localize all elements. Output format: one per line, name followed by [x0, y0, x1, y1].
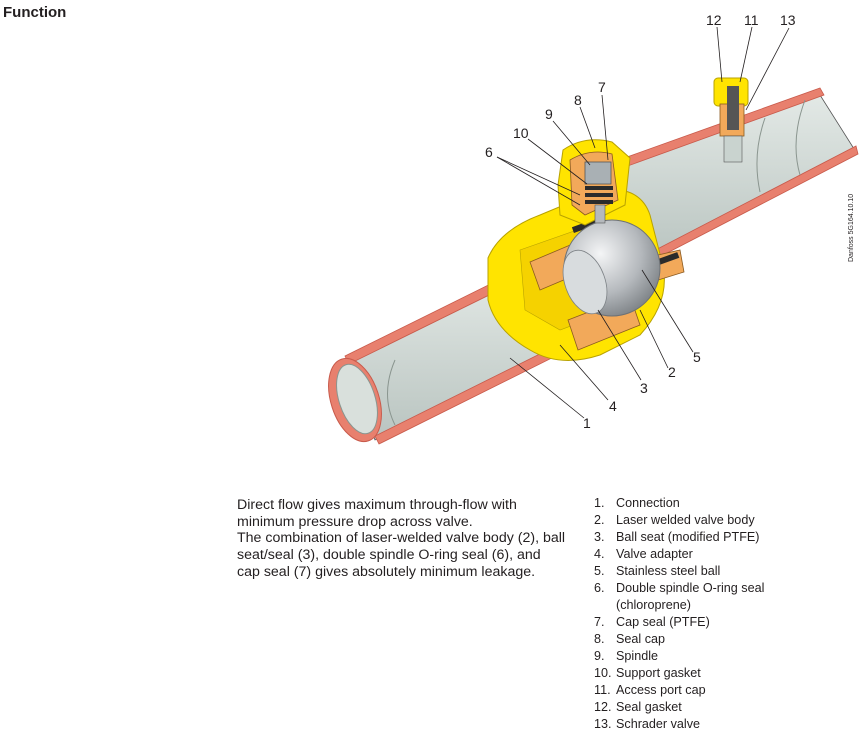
part-number: 1.	[594, 496, 605, 510]
leader-lines	[496, 26, 790, 419]
parts-list: 1. Connection 2. Laser welded valve body 3…	[594, 495, 791, 733]
label-6: 6	[485, 144, 493, 160]
label-4: 4	[609, 398, 617, 414]
label-11: 11	[744, 12, 759, 28]
spindle-assembly	[557, 139, 631, 226]
part-number: 4.	[594, 547, 605, 561]
part-number: 5.	[594, 564, 605, 578]
part-text: Schrader valve	[616, 717, 700, 731]
part-text: Seal gasket	[616, 700, 682, 714]
part-number: 13.	[594, 717, 612, 731]
part-number: 2.	[594, 513, 605, 527]
part-text: Double spindle O-ring seal (chloroprene)	[616, 581, 765, 612]
part-text: Support gasket	[616, 666, 701, 680]
label-13: 13	[780, 12, 796, 28]
part-number: 6.	[594, 581, 605, 595]
part-text: Cap seal (PTFE)	[616, 615, 710, 629]
label-3: 3	[640, 380, 648, 396]
list-item: 9. Spindle	[594, 648, 791, 665]
list-item: 2. Laser welded valve body	[594, 512, 791, 529]
label-8: 8	[574, 92, 582, 108]
part-text: Laser welded valve body	[616, 513, 755, 527]
label-10: 10	[513, 125, 529, 141]
label-1: 1	[583, 415, 591, 431]
section-title: Function	[3, 4, 67, 21]
list-item: 4. Valve adapter	[594, 546, 791, 563]
part-text: Spindle	[616, 649, 659, 663]
valve-cutaway-diagram: 1 2 3 4 5 6 7 8 9 10 11 12 13 Danfoss 5G…	[328, 12, 859, 445]
label-7: 7	[598, 79, 606, 95]
list-item: 6. Double spindle O-ring seal (chloropren…	[594, 580, 791, 614]
part-number: 12.	[594, 700, 612, 714]
access-port	[713, 77, 749, 163]
part-number: 10.	[594, 666, 612, 680]
part-text: Valve adapter	[616, 547, 693, 561]
part-text: Stainless steel ball	[616, 564, 721, 578]
list-item: 13. Schrader valve	[594, 716, 791, 733]
right-pipe	[584, 87, 859, 267]
list-item: 12. Seal gasket	[594, 699, 791, 716]
part-number: 8.	[594, 632, 605, 646]
description-paragraph-1: Direct flow gives maximum through-flow w…	[237, 497, 517, 530]
label-12: 12	[706, 12, 722, 28]
part-text: Connection	[616, 496, 680, 510]
list-item: 10. Support gasket	[594, 665, 791, 682]
part-number: 9.	[594, 649, 605, 663]
label-9: 9	[545, 106, 553, 122]
part-number: 3.	[594, 530, 605, 544]
part-text: Ball seat (modified PTFE)	[616, 530, 760, 544]
label-2: 2	[668, 364, 676, 380]
list-item: 5. Stainless steel ball	[594, 563, 791, 580]
list-item: 11. Access port cap	[594, 682, 791, 699]
function-description: Direct flow gives maximum through-flow w…	[237, 497, 567, 581]
part-number: 11.	[594, 683, 611, 697]
drawing-code: Danfoss 5G164.10.10	[848, 194, 855, 262]
part-number: 7.	[594, 615, 605, 629]
list-item: 7. Cap seal (PTFE)	[594, 614, 791, 631]
description-paragraph-2: The combination of laser-welded valve bo…	[237, 530, 566, 580]
list-item: 8. Seal cap	[594, 631, 791, 648]
part-text: Access port cap	[616, 683, 706, 697]
label-5: 5	[693, 349, 701, 365]
list-item: 1. Connection	[594, 495, 791, 512]
list-item: 3. Ball seat (modified PTFE)	[594, 529, 791, 546]
part-text: Seal cap	[616, 632, 666, 646]
